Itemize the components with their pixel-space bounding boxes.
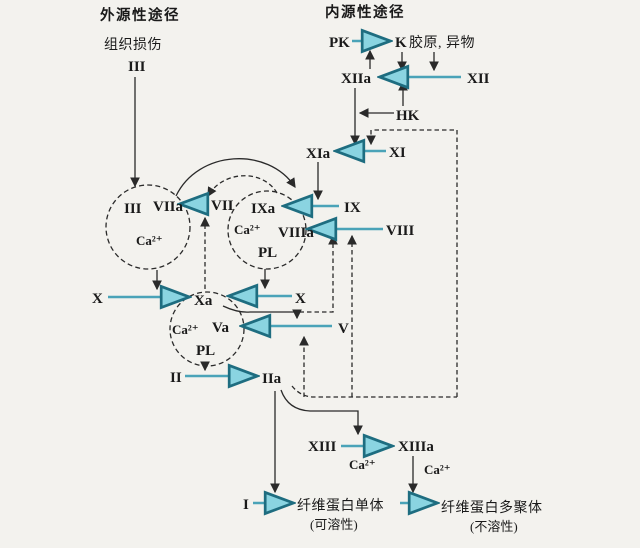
label-factor-IXa: IXa	[251, 201, 276, 217]
line-f2a-feedback-trunk	[291, 385, 457, 398]
label-factor-Va: Va	[212, 320, 229, 336]
heading-intrinsic-pathway: 内源性途径	[325, 3, 405, 21]
label-factor-XIa: XIa	[306, 146, 331, 162]
label-tissue-damage: 组织损伤	[104, 37, 162, 53]
label-ca-tenase: Ca²⁺	[234, 222, 261, 237]
label-factor-IX: IX	[344, 200, 361, 216]
label-factor-III-complex: III	[124, 201, 142, 217]
label-fibrin-polymer: 纤维蛋白多聚体	[441, 499, 543, 516]
label-factor-I: I	[243, 497, 249, 513]
label-factor-XI: XI	[389, 145, 406, 161]
heading-extrinsic-pathway: 外源性途径	[100, 6, 180, 24]
label-pl-tenase: PL	[258, 245, 277, 261]
label-factor-III-top: III	[128, 59, 146, 75]
label-fibrin-polymer-insoluble: (不溶性)	[470, 519, 518, 534]
label-factor-IIa: IIa	[262, 371, 282, 387]
tissue-factor-complex-circle	[105, 184, 191, 270]
label-ca-tissue-factor: Ca²⁺	[136, 233, 163, 248]
label-factor-XIIIa: XIIIa	[398, 439, 434, 455]
label-ca-prothrombinase: Ca²⁺	[172, 322, 199, 337]
label-factor-XIII: XIII	[308, 439, 337, 455]
label-factor-XIIa: XIIa	[341, 71, 372, 87]
arc-f9a-activates-f7	[207, 175, 278, 198]
label-factor-XII: XII	[467, 71, 490, 87]
label-ca-f13a: Ca²⁺	[424, 462, 451, 477]
label-pl-prothrombinase: PL	[196, 343, 215, 359]
label-factor-X-right: X	[295, 291, 306, 307]
label-factor-VII: VII	[211, 198, 234, 214]
line-f2a-feedback-to-f11	[373, 129, 458, 397]
label-k: K	[395, 35, 407, 51]
label-fibrin-monomer: 纤维蛋白单体	[297, 498, 384, 514]
label-fibrin-monomer-soluble: (可溶性)	[310, 517, 358, 532]
label-factor-VIII: VIII	[386, 223, 415, 239]
label-factor-Xa: Xa	[194, 293, 213, 309]
label-ca-f13: Ca²⁺	[349, 457, 376, 472]
label-pk: PK	[329, 35, 350, 51]
label-hk: HK	[396, 108, 420, 124]
label-factor-VIIa: VIIa	[153, 199, 184, 215]
label-factor-V: V	[338, 321, 349, 337]
line-xa-feedback	[222, 305, 304, 313]
arc-f7a-activates-f9	[175, 158, 296, 197]
label-factor-X-left: X	[92, 291, 103, 307]
arrow-f2a-activates-f13	[280, 389, 363, 436]
label-factor-VIIIa: VIIIa	[278, 225, 314, 241]
arrow-xa-activates-f8	[307, 234, 338, 313]
label-factor-II: II	[170, 370, 182, 386]
label-collagen-foreign-matter: 胶原, 异物	[409, 34, 475, 51]
